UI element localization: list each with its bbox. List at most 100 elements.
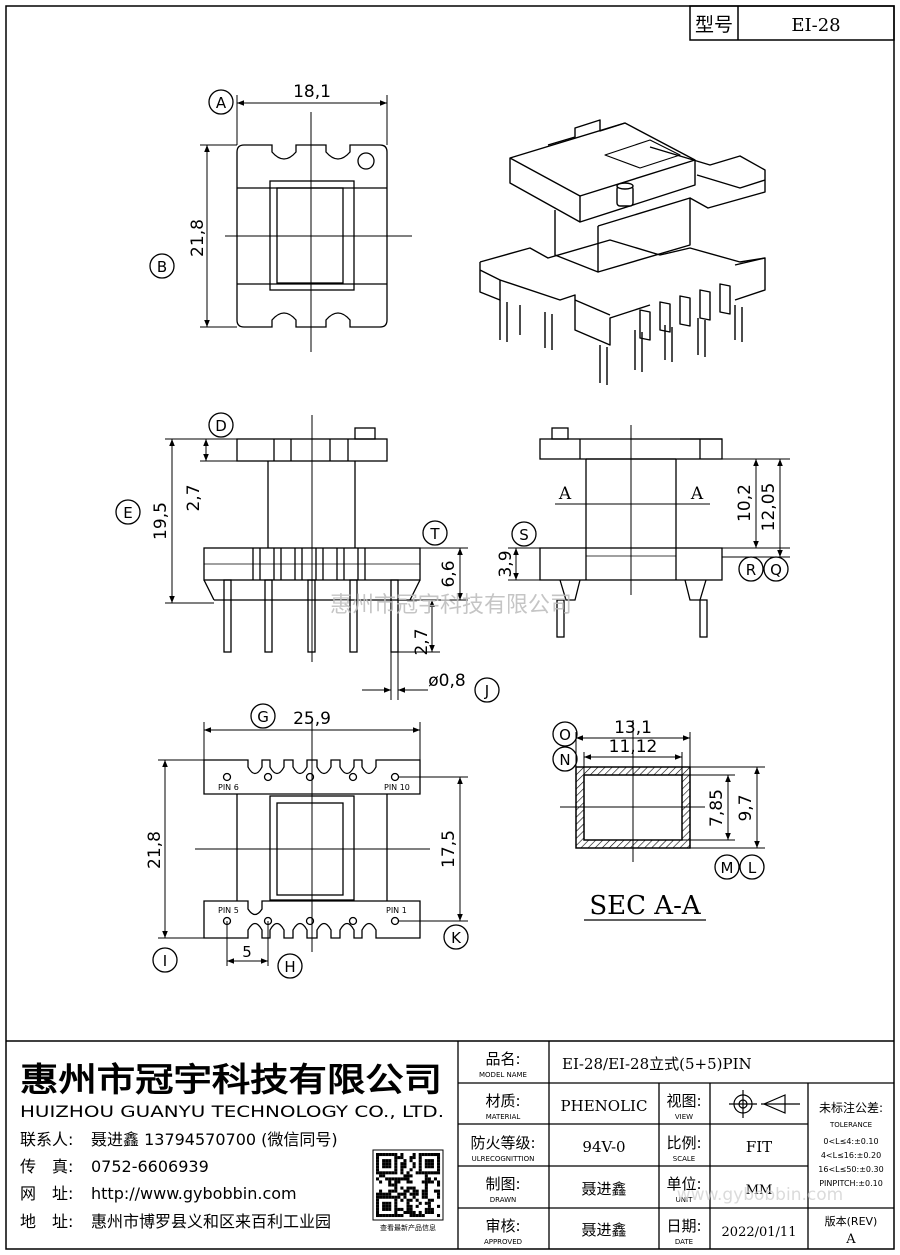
qr-cell (376, 1156, 380, 1160)
section-dim-9-7: 9,7 (736, 794, 756, 821)
qr-cell (382, 1195, 386, 1199)
qr-cell (437, 1195, 441, 1199)
bottom-view (152, 703, 469, 979)
qr-cell (424, 1183, 428, 1187)
qr-cell (397, 1156, 401, 1160)
qr-cell (388, 1201, 392, 1205)
qr-cell (409, 1198, 413, 1202)
top-dim-height: 21,8 (188, 219, 208, 257)
qr-cell (403, 1189, 407, 1193)
qr-cell (412, 1210, 416, 1214)
qr-cell (385, 1207, 389, 1211)
qr-cell (388, 1207, 392, 1211)
qr-cell (424, 1210, 428, 1214)
qr-cell (379, 1180, 383, 1184)
tb-fire-value: 94V-0 (582, 1138, 625, 1156)
qr-cell (394, 1204, 398, 1208)
qr-cell (382, 1174, 386, 1178)
tb-view-en: VIEW (675, 1113, 693, 1121)
qr-cell (437, 1168, 441, 1172)
qr-cell (406, 1207, 410, 1211)
qr-cell (382, 1207, 386, 1211)
qr-cell (424, 1159, 428, 1163)
qr-cell (437, 1162, 441, 1166)
section-dim-13-1: 13,1 (614, 718, 652, 738)
tb-tolerance-cn: 未标注公差: (819, 1100, 883, 1115)
qr-cell (433, 1171, 437, 1175)
qr-cell (409, 1186, 413, 1190)
qr-cell (394, 1171, 398, 1175)
qr-cell (400, 1168, 404, 1172)
qr-cell (376, 1177, 380, 1181)
qr-cell (379, 1189, 383, 1193)
qr-cell (427, 1177, 431, 1181)
qr-cell (409, 1156, 413, 1160)
qr-cell (427, 1204, 431, 1208)
bottom-pin1-label: PIN 1 (386, 906, 407, 915)
front-view (115, 412, 500, 703)
section-title: SEC A-A (589, 891, 702, 921)
web-value[interactable]: http://www.gybobbin.com (91, 1184, 297, 1203)
qr-cell (437, 1171, 441, 1175)
qr-cell (418, 1159, 422, 1163)
qr-cell (424, 1165, 428, 1169)
qr-cell (424, 1192, 428, 1196)
qr-cell (424, 1162, 428, 1166)
qr-cell (409, 1159, 413, 1163)
bottom-dim-21-8: 21,8 (145, 831, 165, 869)
qr-cell (397, 1180, 401, 1184)
qr-cell (424, 1177, 428, 1181)
front-dim-2-7-pin: 2,7 (412, 628, 432, 655)
tb-drawn-cn: 制图: (485, 1175, 520, 1193)
qr-cell (382, 1165, 386, 1169)
qr-cell (424, 1189, 428, 1193)
qr-cell (427, 1201, 431, 1205)
qr-cell (406, 1186, 410, 1190)
tb-tolerance-4: PINPITCH:±0.10 (819, 1179, 883, 1188)
qr-cell (418, 1165, 422, 1169)
qr-cell (400, 1186, 404, 1190)
header-model-label: 型号 (695, 14, 733, 36)
tb-tolerance-3: 16<L≤50:±0.30 (818, 1165, 883, 1174)
qr-cell (400, 1153, 404, 1157)
qr-cell (394, 1210, 398, 1214)
qr-cell (382, 1204, 386, 1208)
qr-cell (418, 1153, 422, 1157)
qr-cell (400, 1162, 404, 1166)
side-section-a-right: A (690, 484, 704, 504)
side-view (508, 425, 790, 638)
qr-cell (391, 1195, 395, 1199)
tb-approved-cn: 审核: (485, 1217, 520, 1235)
qr-cell (415, 1204, 419, 1208)
fax-label: 传 真: (20, 1157, 73, 1176)
qr-cell (388, 1159, 392, 1163)
qr-cell (379, 1171, 383, 1175)
qr-cell (376, 1153, 380, 1157)
qr-cell (406, 1189, 410, 1193)
qr-cell (400, 1156, 404, 1160)
qr-cell (409, 1204, 413, 1208)
qr-cell (376, 1201, 380, 1205)
qr-cell (403, 1177, 407, 1181)
qr-cell (376, 1214, 380, 1218)
qr-cell (382, 1153, 386, 1157)
top-letter-b: B (157, 258, 167, 276)
qr-cell (388, 1162, 392, 1166)
section-view (552, 720, 765, 921)
qr-cell (388, 1180, 392, 1184)
qr-cell (421, 1171, 425, 1175)
top-letter-a: A (216, 94, 227, 112)
qr-cell (385, 1162, 389, 1166)
qr-cell (382, 1201, 386, 1205)
tb-fire-en: ULRECOGNITTION (472, 1155, 535, 1163)
qr-cell (394, 1201, 398, 1205)
header-model-box: 型号 EI-28 (689, 5, 895, 41)
bottom-pin5-label: PIN 5 (218, 906, 239, 915)
qr-cell (427, 1210, 431, 1214)
tb-approved-value: 聂进鑫 (581, 1221, 626, 1239)
qr-cell (379, 1153, 383, 1157)
side-dim-3-9: 3,9 (496, 550, 516, 577)
qr-cell (427, 1171, 431, 1175)
qr-cell (388, 1204, 392, 1208)
qr-cell (430, 1207, 434, 1211)
